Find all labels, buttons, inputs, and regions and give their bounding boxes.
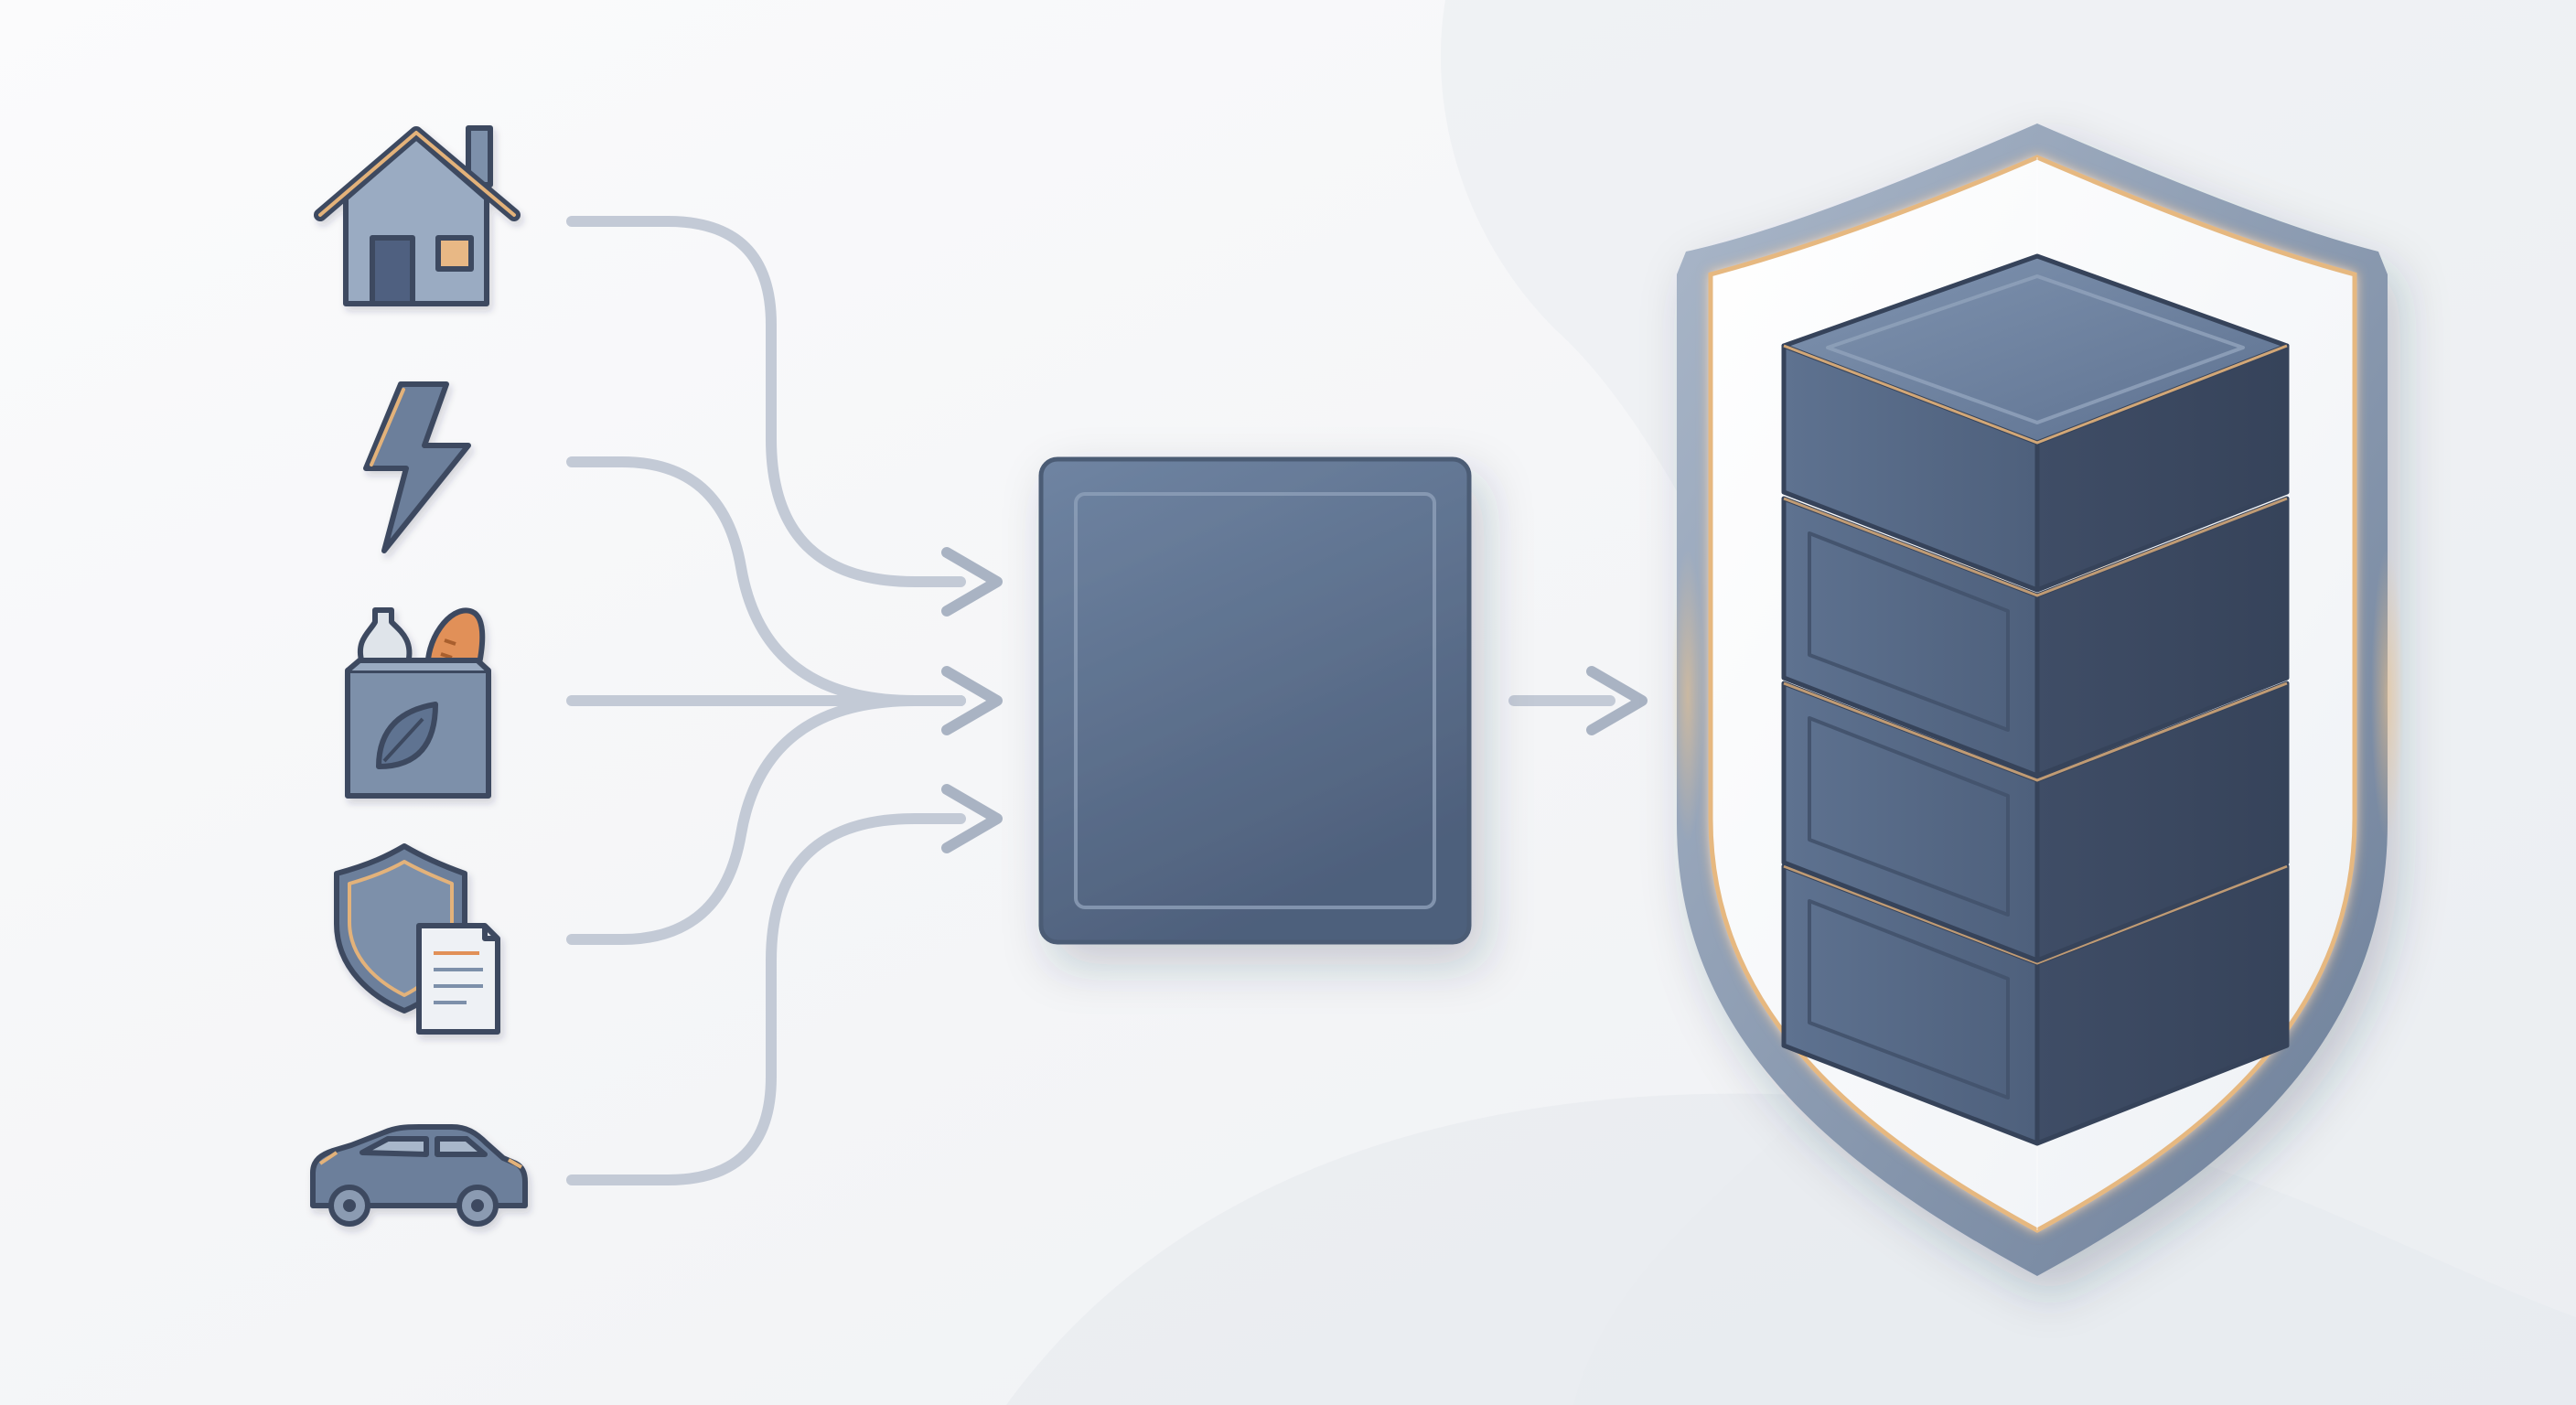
house-icon [314,125,521,306]
car-icon [310,1124,528,1227]
shielded-server-stack-icon [1671,123,2404,1276]
arrowhead-top [941,547,1003,617]
arrowhead-middle [941,666,1003,735]
arrowheads [941,547,1648,853]
connector-insurance [566,695,966,945]
connector-transportation [566,813,966,1185]
processing-box-icon [1038,456,1472,945]
connector-housing [566,216,966,587]
grocery-bag-icon [345,607,491,799]
server-tier-2 [1781,496,2290,778]
server-tier-1 [1781,253,2290,593]
arrowhead-output [1586,666,1648,735]
arrowhead-bottom [941,784,1003,853]
server-tier-4 [1781,863,2290,1146]
shield-document-icon [334,843,500,1035]
server-tier-3 [1781,681,2290,963]
connectors [566,216,1615,1185]
connector-utilities [566,456,966,706]
lightning-bolt-icon [363,381,471,553]
